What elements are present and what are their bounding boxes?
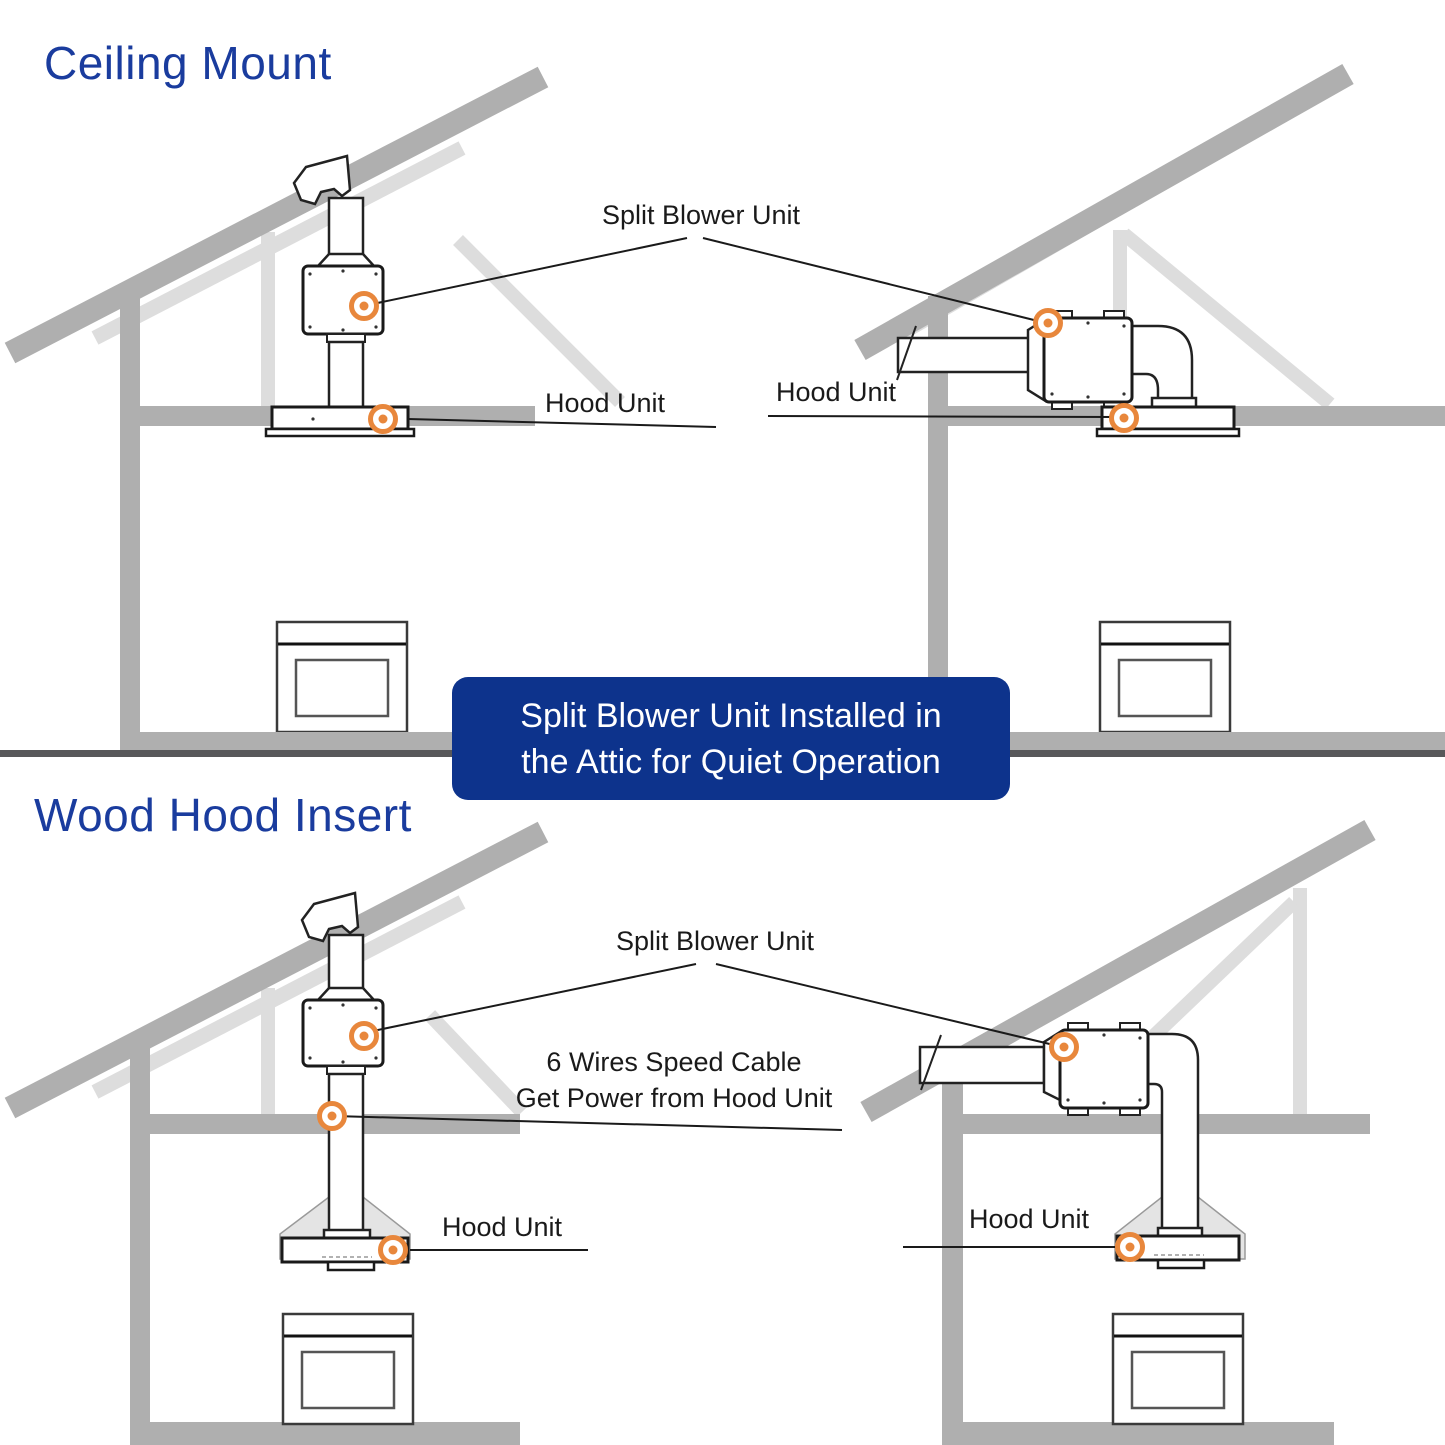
truss-webs <box>91 141 625 407</box>
wall-vent-flap <box>896 325 917 381</box>
insert-notch <box>1156 1258 1206 1270</box>
leader-top-hood-right <box>767 415 1119 418</box>
oven <box>275 620 409 734</box>
roof-beam <box>4 66 549 364</box>
house-bottom-left <box>4 821 549 1445</box>
duct-horizontal <box>918 1045 1046 1085</box>
split-blower-unit <box>1042 316 1134 404</box>
hood-unit-lip <box>1095 427 1241 438</box>
floor <box>942 1422 1334 1445</box>
screws <box>308 1003 378 1064</box>
wall <box>130 1040 150 1422</box>
elbow-duct <box>1130 324 1194 404</box>
ceiling <box>942 1114 1370 1134</box>
duct-upper <box>327 196 365 258</box>
roof-beam <box>4 821 549 1119</box>
marker-icon <box>1052 1035 1077 1060</box>
floor <box>130 1422 520 1445</box>
marker-icon <box>352 294 377 319</box>
house-top-left <box>4 66 625 752</box>
floor-top <box>140 732 1445 750</box>
oven <box>1111 1312 1245 1426</box>
insert-notch <box>326 1260 376 1272</box>
house-top-right <box>854 63 1445 752</box>
oven <box>281 1312 415 1426</box>
duct-lower <box>327 340 365 410</box>
split-blower-unit <box>1058 1028 1150 1110</box>
duct-horizontal <box>896 336 1032 374</box>
duct-long <box>327 1072 365 1238</box>
leader-speed-cable <box>333 1115 843 1131</box>
blower-collar-top <box>315 252 377 268</box>
marker-icon <box>381 1238 406 1263</box>
truss-webs <box>91 895 528 1117</box>
leader-bottom-split-left <box>367 963 697 1033</box>
leader-top-split-right <box>702 237 1047 324</box>
marker-icon <box>352 1024 377 1049</box>
oven <box>1098 620 1232 734</box>
leader-top-hood-left <box>407 418 717 428</box>
duct-upper <box>327 933 365 992</box>
marker-icon <box>320 1104 345 1129</box>
section-divider <box>0 750 1445 757</box>
wall-vent-flap <box>920 1034 942 1091</box>
marker-icon <box>1036 311 1061 336</box>
leader-lines <box>333 237 1120 1251</box>
leader-bottom-split-right <box>715 963 1059 1047</box>
hood-unit-lip <box>264 427 416 438</box>
hood-dot <box>311 417 315 421</box>
marker-icon <box>1112 406 1137 431</box>
marker-icon <box>371 407 396 432</box>
wall <box>120 286 140 752</box>
screws <box>308 269 378 332</box>
blower-collar-top <box>315 986 377 1002</box>
marker-icon <box>1118 1235 1143 1260</box>
wall <box>942 1060 963 1422</box>
house-bottom-right <box>860 819 1376 1445</box>
leader-top-split-left <box>367 237 688 306</box>
